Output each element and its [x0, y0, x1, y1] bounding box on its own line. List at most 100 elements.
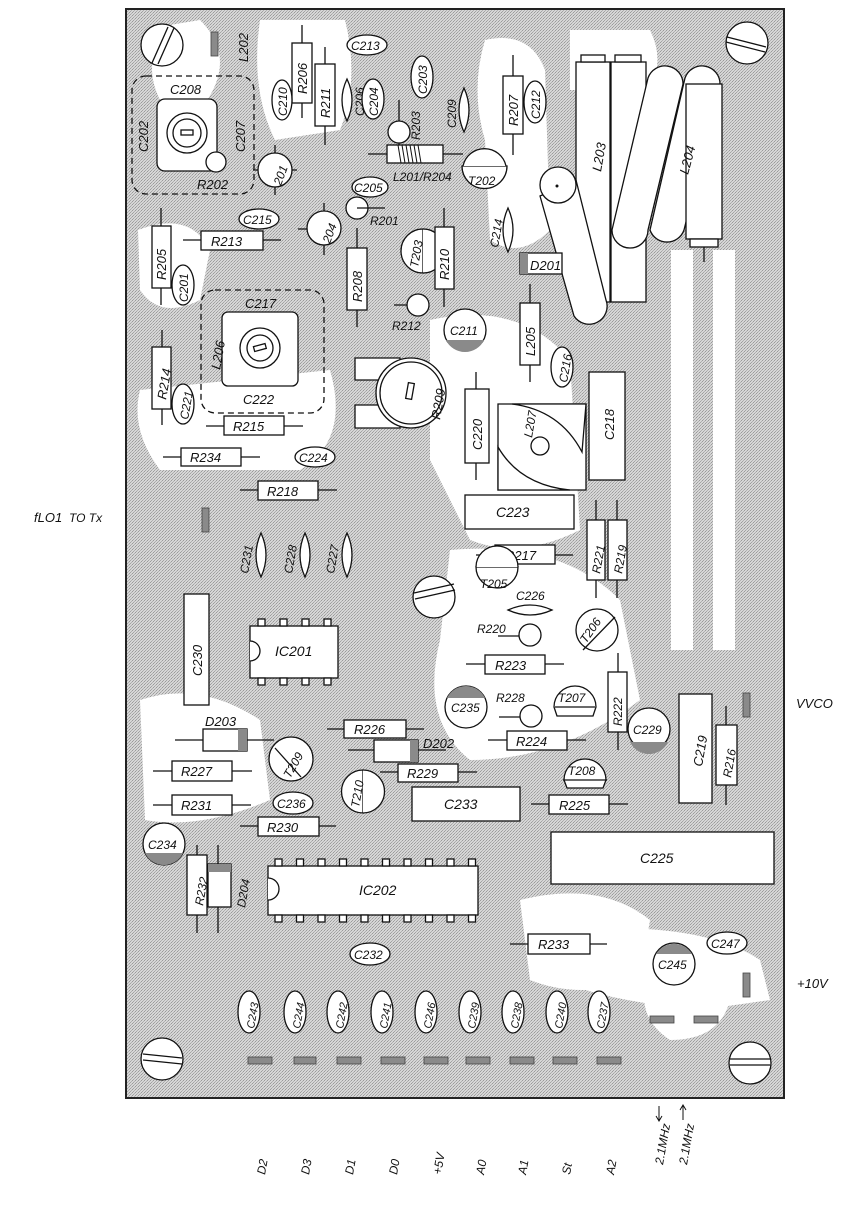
- ic-pin: [338, 914, 348, 923]
- resistor-R210: [434, 226, 455, 290]
- resistor-R215: [223, 415, 285, 436]
- ic-pin: [317, 914, 326, 923]
- label-R216: R216: [720, 748, 739, 779]
- label-C216: C216: [556, 353, 575, 384]
- capacitor-C203: [410, 55, 434, 99]
- connector-label: D0: [386, 1158, 403, 1176]
- capacitor-C227: [341, 531, 353, 579]
- capacitor-C223: [464, 494, 575, 530]
- label-R234: R234: [190, 450, 221, 465]
- label-R209: R209: [428, 387, 448, 420]
- label-C207: C207: [233, 120, 248, 152]
- resistor-R203-body: [387, 120, 411, 144]
- inductor-L207: L207: [497, 403, 587, 491]
- pad: [552, 1056, 578, 1065]
- label-R227: R227: [181, 764, 213, 779]
- clear-area: [671, 250, 693, 650]
- label-T210: T210: [348, 779, 367, 809]
- mounting-screw-icon: [728, 1041, 772, 1085]
- resistor-R230: [257, 816, 320, 837]
- resistor-R202-body: [205, 151, 227, 173]
- capacitor-C204: [361, 78, 385, 120]
- transistor-T201: 201: [253, 145, 297, 195]
- connector-label: D2: [254, 1158, 271, 1176]
- inductor-L204: L204: [611, 65, 723, 262]
- capacitor-C245: C245: [652, 942, 696, 986]
- label-T204: 204: [319, 221, 339, 246]
- label-C217: C217: [245, 296, 277, 311]
- connector-pads: [201, 31, 751, 1065]
- label-R233: R233: [538, 937, 570, 952]
- ic-IC202: IC202: [267, 858, 479, 923]
- label-R201: R201: [370, 214, 399, 228]
- pad: [201, 507, 210, 533]
- resistor-R229: [397, 763, 459, 783]
- ic-pin: [403, 914, 412, 923]
- label-C204: C204: [367, 87, 381, 116]
- pad: [742, 972, 751, 998]
- capacitor-C201: [171, 264, 195, 306]
- connector-label: D3: [298, 1158, 315, 1176]
- coil-core-inner: [246, 334, 274, 362]
- transistor-T209: T209: [268, 736, 314, 782]
- shield-can-outline: [131, 75, 255, 195]
- connector-label: A0: [473, 1158, 490, 1176]
- resistor-R221: [586, 519, 606, 581]
- label-R229: R229: [407, 766, 438, 781]
- capacitor-C240: [545, 990, 569, 1034]
- capacitor-C246: [414, 990, 438, 1034]
- label-C201: C201: [177, 273, 191, 302]
- mounting-screw-icon: [140, 1037, 184, 1081]
- connector-label: D1: [342, 1158, 358, 1176]
- ic-pin: [381, 914, 391, 923]
- label-L205: L205: [523, 326, 538, 356]
- label-C209: C209: [445, 99, 459, 128]
- label-R210: R210: [437, 248, 452, 280]
- resistor-R234: [180, 447, 242, 467]
- label-C239: C239: [466, 1002, 482, 1030]
- label-C220: C220: [470, 418, 485, 450]
- capacitor-C211: C211: [443, 308, 487, 353]
- label-vvco: VVCO: [796, 696, 833, 711]
- resistor-R223: [484, 654, 546, 675]
- capacitor-C206: [341, 77, 353, 123]
- label-C223: C223: [496, 504, 530, 520]
- label-C224: C224: [299, 451, 328, 465]
- capacitor-C209: [458, 86, 470, 134]
- label-R232: R232: [192, 876, 211, 907]
- label-R223: R223: [495, 658, 527, 673]
- label-R226: R226: [354, 722, 386, 737]
- connector-label: A2: [603, 1158, 620, 1176]
- resistor-R213: [200, 230, 264, 251]
- label-C221: C221: [177, 390, 196, 421]
- label-R212: R212: [392, 319, 421, 333]
- coil-slug-slot: [252, 342, 268, 353]
- capacitor-C220: [464, 388, 490, 464]
- label-T207: T207: [558, 691, 587, 705]
- transistor-T207: T207: [553, 685, 597, 717]
- shield-can-outline: [200, 289, 325, 414]
- ic-pins: [274, 858, 477, 923]
- ic-pin: [317, 858, 326, 867]
- label-C208: C208: [170, 82, 202, 97]
- label-C229: C229: [633, 723, 662, 737]
- label-R203: R203: [409, 111, 423, 140]
- label-R230: R230: [267, 820, 299, 835]
- label-C213: C213: [351, 39, 380, 53]
- label-C203: C203: [416, 65, 430, 94]
- label-L203: L203: [589, 141, 609, 173]
- pad: [423, 1056, 449, 1065]
- label-T202: T202: [468, 174, 496, 188]
- label-R228: R228: [496, 691, 525, 705]
- label-T201: 201: [270, 163, 290, 188]
- ic-IC201: IC201: [249, 618, 339, 686]
- trimmer-R209: R209: [354, 357, 448, 429]
- ic-pin: [403, 858, 412, 867]
- label-C244: C244: [291, 1002, 307, 1030]
- ic-pin: [424, 914, 434, 923]
- mounting-screw-icon: [725, 21, 769, 65]
- ic-pin: [446, 858, 455, 867]
- inductor-L205: [519, 302, 541, 366]
- transistor-T208: T208: [563, 758, 607, 789]
- label-R207: R207: [506, 94, 521, 126]
